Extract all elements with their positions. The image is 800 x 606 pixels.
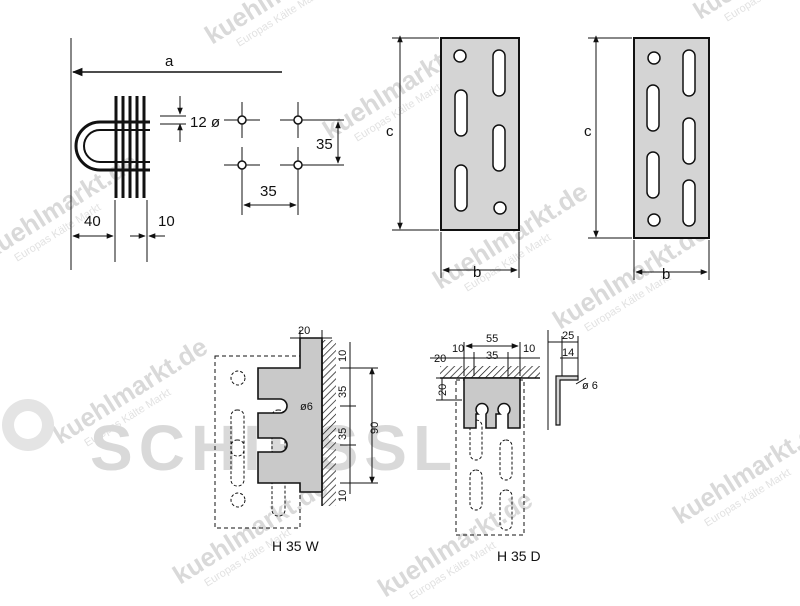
vertical-pitch-label: 35 xyxy=(316,136,333,153)
dimension-tube-diameter-label: 12 ø xyxy=(190,114,220,131)
h35w-hole-diameter-label: ø6 xyxy=(300,401,313,413)
watermark-text: kuehlmarkt.de xyxy=(372,484,537,601)
dimension-40-label: 40 xyxy=(84,213,101,230)
h35w-dim-10-bottom-label: 10 xyxy=(337,490,349,502)
h35w-dim-35-bottom-label: 35 xyxy=(337,428,349,440)
dimension-b-label: b xyxy=(473,264,481,281)
h35w-dim-90-label: 90 xyxy=(369,422,381,434)
support-plate-front xyxy=(392,35,520,278)
h35d-dim-55-label: 55 xyxy=(486,333,498,345)
h35d-dim-20-vertical-label: 20 xyxy=(437,384,449,396)
h35d-dim-20-label: 20 xyxy=(434,353,446,365)
h35d-hole-diameter-label: ø 6 xyxy=(582,380,598,392)
h35w-top-20-label: 20 xyxy=(298,325,310,337)
bracket-h35d-drawing xyxy=(430,330,587,536)
dimension-10-label: 10 xyxy=(158,213,175,230)
hole-pitch-diagram xyxy=(224,102,344,215)
watermark-text: kuehlmarkt.de xyxy=(199,0,364,50)
h35w-caption: H 35 W xyxy=(272,538,319,554)
h35d-dim-10-left-label: 10 xyxy=(452,343,464,355)
dimension-a-label: a xyxy=(165,53,174,70)
h35d-caption: H 35 D xyxy=(497,548,541,564)
horizontal-pitch-label: 35 xyxy=(260,183,277,200)
h35w-dim-10-top-label: 10 xyxy=(337,350,349,362)
coil-bundle-drawing xyxy=(70,38,282,270)
h35w-dim-35-top-label: 35 xyxy=(337,386,349,398)
h35d-dim-35-label: 35 xyxy=(486,350,498,362)
dimension-c-label: c xyxy=(386,123,394,140)
bracket-h35w-drawing xyxy=(214,330,378,529)
dimension-c-label-right: c xyxy=(584,123,592,140)
h35d-side-14-label: 14 xyxy=(562,347,574,359)
dimension-b-label-right: b xyxy=(662,266,670,283)
h35d-dim-10-right-label: 10 xyxy=(523,343,535,355)
h35d-side-25-label: 25 xyxy=(562,330,574,342)
support-plate-alternate xyxy=(588,35,710,280)
